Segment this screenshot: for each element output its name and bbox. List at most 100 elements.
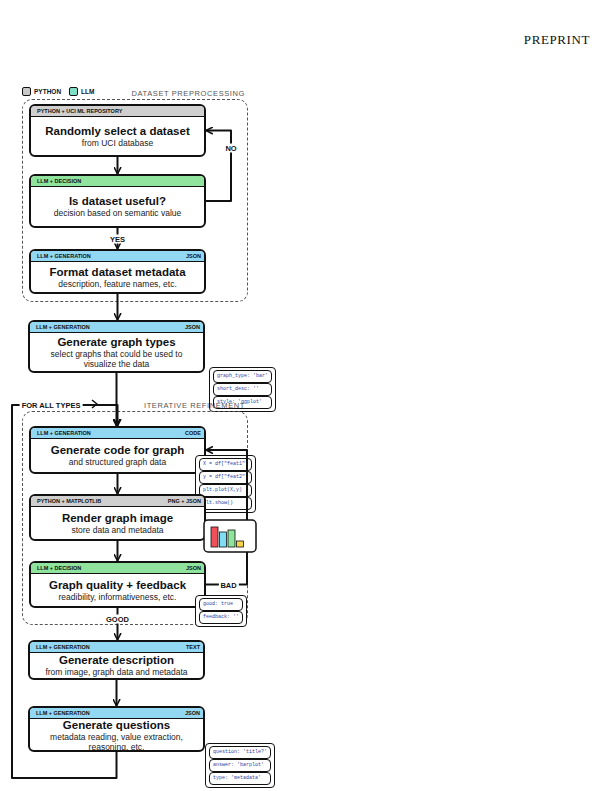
group-label: ITERATIVE REFINEMENT (144, 401, 245, 410)
legend-text: PYTHON (34, 87, 61, 96)
box-body: Generate questionsmetadata reading, valu… (30, 719, 203, 752)
code-line: good: true (199, 598, 243, 611)
process-box: LLM + GENERATION JSONGenerate questionsme… (28, 706, 205, 752)
code-line: feedback: '' (199, 611, 243, 624)
type-strip: LLM + GENERATION TEXT (30, 642, 203, 653)
code-callout: good: truefeedback: '' (195, 595, 247, 627)
output-tag: JSON (186, 251, 201, 261)
flow-connector (117, 474, 119, 494)
bar-chart-icon (204, 520, 256, 552)
legend-text: LLM (81, 87, 94, 96)
box-body: Generate descriptionfrom image, graph da… (30, 653, 203, 678)
type-strip: PYTHON + UCI ML REPOSITORY (31, 106, 204, 117)
flow-connector (116, 680, 118, 706)
output-tag: JSON (186, 563, 201, 573)
step-title: Format dataset metadata (36, 266, 199, 279)
legend: PYTHON LLM (22, 87, 94, 96)
step-description: from image, graph data and metadata (35, 667, 198, 677)
output-tag: JSON (185, 708, 200, 718)
code-line: plt.show() (199, 497, 252, 510)
legend-item: PYTHON (22, 87, 61, 96)
legend-swatch (69, 87, 78, 96)
output-tag: TEXT (186, 642, 200, 652)
process-box: LLM + DECISIONIs dataset useful?decision… (29, 174, 206, 228)
step-title: Generate code for graph (36, 444, 199, 457)
step-type: PYTHON + UCI ML REPOSITORY (34, 106, 125, 117)
process-box: LLM + GENERATIONCODEGenerate code for gr… (29, 426, 206, 474)
step-description: and structured graph data (36, 457, 199, 467)
box-body: Generate code for graphand structured gr… (31, 439, 204, 472)
type-strip: PYTHON + MATPLOTLIB PNG + JSON (31, 496, 204, 507)
output-tag: JSON (185, 322, 200, 332)
chart-bar (211, 527, 218, 547)
edge-label: NO (223, 144, 238, 153)
step-title: Graph quality + feedback (36, 579, 199, 592)
code-line: type: 'metadata' (209, 772, 271, 785)
step-type: LLM + GENERATION (34, 428, 94, 439)
type-strip: LLM + GENERATION CODE (31, 428, 204, 439)
box-body: Render graph imagestore data and metadat… (31, 507, 204, 539)
box-body: Format dataset metadatadescription, feat… (31, 262, 204, 292)
step-type: LLM + DECISION (34, 176, 84, 187)
step-description: metadata reading, value extraction, reas… (35, 732, 198, 752)
step-title: Render graph image (36, 512, 199, 525)
process-box: LLM + GENERATIONJSONGenerate graph types… (28, 320, 205, 373)
type-strip: LLM + GENERATION JSON (30, 322, 203, 333)
process-box: PYTHON + MATPLOTLIBPNG + JSONRender grap… (29, 494, 206, 541)
step-title: Is dataset useful? (36, 195, 199, 208)
chart-bar (237, 541, 244, 547)
process-box: PYTHON + UCI ML REPOSITORYRandomly selec… (29, 104, 206, 157)
step-title: Generate graph types (35, 336, 198, 349)
code-line: X = df["feat1"] (199, 458, 252, 471)
flow-connector (12, 405, 118, 778)
type-strip: LLM + DECISION JSON (31, 563, 204, 574)
step-description: store data and metadata (36, 525, 199, 535)
step-type: LLM + GENERATION (33, 642, 93, 653)
legend-swatch (22, 87, 31, 96)
edge-label: FOR ALL TYPES (20, 401, 83, 410)
header-label: PREPRINT (470, 32, 590, 48)
step-description: readibility, informativeness, etc. (36, 592, 199, 602)
output-tag: PNG + JSON (168, 496, 201, 506)
flow-connector (206, 131, 231, 202)
step-type: PYTHON + MATPLOTLIB (34, 496, 104, 507)
flow-connector (117, 157, 119, 174)
group-frame: ITERATIVE REFINEMENTLLM + GENERATIONCODE… (22, 411, 248, 625)
flow-connector (117, 608, 119, 640)
flow-connector (206, 450, 247, 585)
flow-arrowhead (92, 400, 97, 408)
legend-item: LLM (69, 87, 94, 96)
step-description: select graphs that could be used to visu… (35, 349, 198, 369)
step-type: LLM + DECISION (34, 563, 84, 574)
code-line: answer: 'barplot' (209, 759, 271, 772)
output-tag: CODE (185, 428, 201, 438)
code-callout: question: 'title?'answer: 'barplot'type:… (205, 743, 275, 788)
step-title: Generate questions (35, 719, 198, 732)
edge-label: BAD (218, 580, 238, 589)
type-strip: LLM + GENERATION JSON (31, 251, 204, 262)
code-line: question: 'title?' (209, 746, 271, 759)
step-type: LLM + GENERATION (33, 322, 93, 333)
box-body: Randomly select a datasetfrom UCI databa… (31, 117, 204, 155)
process-box: LLM + GENERATIONTEXTGenerate description… (28, 640, 205, 680)
process-box: LLM + GENERATIONJSONFormat dataset metad… (29, 249, 206, 294)
step-title: Generate description (35, 654, 198, 667)
flow-connector (117, 541, 119, 561)
chart-frame (204, 520, 256, 552)
step-type: LLM + GENERATION (34, 251, 94, 262)
code-line: short_desc: '' (213, 383, 272, 396)
process-box: LLM + DECISION JSON Graph quality + feedba… (29, 561, 206, 608)
edge-label: GOOD (104, 615, 131, 624)
box-body: Generate graph typesselect graphs that c… (30, 333, 203, 371)
step-type: LLM + GENERATION (33, 708, 93, 719)
type-strip: LLM + GENERATION JSON (30, 708, 203, 719)
step-title: Randomly select a dataset (36, 125, 199, 138)
chart-bar (220, 532, 227, 547)
code-line: plt.plot(X,y) (199, 484, 252, 497)
step-description: from UCI database (36, 138, 199, 148)
code-line: y = df["feat2"] (199, 471, 252, 484)
